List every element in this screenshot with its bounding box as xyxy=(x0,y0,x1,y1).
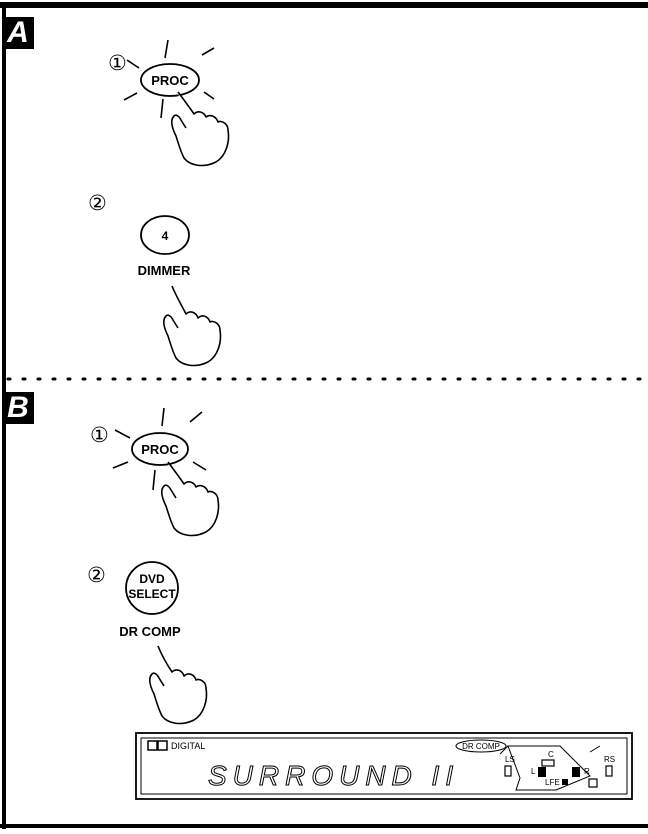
sub-speaker-icon xyxy=(588,778,598,788)
channel-ls: LS xyxy=(505,755,515,764)
section-a-step1: ① PROC xyxy=(108,39,230,167)
ls-speaker-icon xyxy=(504,765,512,777)
channel-l: L xyxy=(531,767,536,776)
pointing-hand-icon xyxy=(149,645,208,725)
step-number: ② xyxy=(87,564,106,587)
flash-rays xyxy=(112,407,207,491)
rs-speaker-icon xyxy=(605,765,613,777)
dr-comp-caption: DR COMP xyxy=(119,624,181,639)
dolby-logo-icon xyxy=(147,740,168,751)
proc-button-label: PROC xyxy=(141,442,179,457)
dimmer-caption: DIMMER xyxy=(138,263,191,278)
channel-r: R xyxy=(584,767,590,776)
proc-button[interactable] xyxy=(131,432,189,466)
dr-comp-indicator-ring xyxy=(455,739,507,753)
speaker-layout-icon xyxy=(499,745,601,791)
proc-button[interactable] xyxy=(140,63,200,97)
r-speaker-icon xyxy=(572,767,580,777)
section-tag-a: A xyxy=(2,17,34,49)
channel-lfe: LFE xyxy=(545,778,560,787)
proc-button-label: PROC xyxy=(151,73,189,88)
step-number: ① xyxy=(90,424,109,447)
dvd-select-label-line1: DVD xyxy=(139,572,165,586)
dimmer-button-label: 4 xyxy=(162,229,169,243)
section-b-step2: ② DVD SELECT DR COMP xyxy=(87,561,208,725)
section-a-step2: ② 4 DIMMER xyxy=(88,192,222,367)
digital-indicator: DIGITAL xyxy=(171,741,205,751)
step-number: ① xyxy=(108,52,127,75)
pointing-hand-icon xyxy=(161,461,220,537)
dimmer-button[interactable] xyxy=(140,215,190,255)
section-tag-b: B xyxy=(2,392,34,424)
dr-comp-indicator: DR COMP xyxy=(462,742,500,751)
display-panel: DIGITAL DR COMP SURROUND II LS C L LFE R xyxy=(135,732,633,800)
main-readout: SURROUND II xyxy=(208,760,459,791)
dvd-select-button[interactable] xyxy=(125,561,179,615)
channel-rs: RS xyxy=(604,755,615,764)
l-speaker-icon xyxy=(538,767,546,777)
section-b-step1: ① PROC xyxy=(90,407,220,537)
pointing-hand-icon xyxy=(171,91,230,167)
channel-c: C xyxy=(548,750,554,759)
step-number: ② xyxy=(88,192,107,215)
pointing-hand-icon xyxy=(163,285,222,367)
lfe-speaker-icon xyxy=(562,779,568,785)
dvd-select-label-line2: SELECT xyxy=(128,587,176,601)
display-inner-frame xyxy=(140,737,628,795)
flash-rays xyxy=(123,39,215,119)
c-speaker-icon xyxy=(541,759,555,767)
